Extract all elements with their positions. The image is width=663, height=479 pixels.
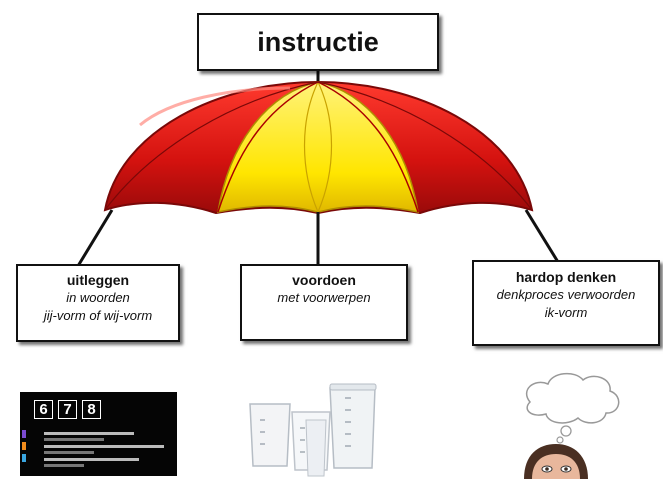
- screen-tab: [22, 430, 26, 438]
- box-line: in woorden: [66, 290, 130, 305]
- screen-tab: [22, 454, 26, 462]
- screen-number: 8: [82, 400, 101, 419]
- box-label: uitleggen: [66, 272, 130, 288]
- screen-text-line: [44, 451, 94, 454]
- screen-text-line: [44, 464, 84, 467]
- screen-text-line: [44, 432, 134, 435]
- connector-left: [76, 209, 114, 267]
- screen-number: 7: [58, 400, 77, 419]
- screen-text-line: [44, 458, 139, 461]
- lesson-screen-image: 6 7 8: [20, 392, 177, 476]
- box-hardop-denken: hardop denken denkproces verwoorden ik-v…: [472, 260, 660, 346]
- box-uitleggen: uitleggen in woorden jij-vorm of wij-vor…: [16, 264, 180, 342]
- thought-bubble-icon: [525, 372, 620, 444]
- thinking-girl-image: [524, 444, 588, 479]
- screen-number: 6: [34, 400, 53, 419]
- box-voordoen: voordoen met voorwerpen: [240, 264, 408, 341]
- umbrella-canopy: [103, 80, 534, 215]
- connector-right: [524, 209, 560, 263]
- box-line: ik-vorm: [544, 305, 588, 320]
- screen-text-line: [44, 445, 164, 448]
- screen-tab: [22, 442, 26, 450]
- box-line: jij-vorm of wij-vorm: [43, 308, 153, 323]
- measuring-cups-image: [249, 383, 377, 477]
- box-label: hardop denken: [515, 269, 617, 285]
- page-title: instructie: [257, 27, 379, 57]
- box-line: met voorwerpen: [277, 290, 371, 305]
- box-label: voordoen: [292, 272, 356, 288]
- box-line: denkproces verwoorden: [496, 287, 636, 302]
- screen-text-line: [44, 438, 104, 441]
- title-box: instructie: [197, 13, 439, 71]
